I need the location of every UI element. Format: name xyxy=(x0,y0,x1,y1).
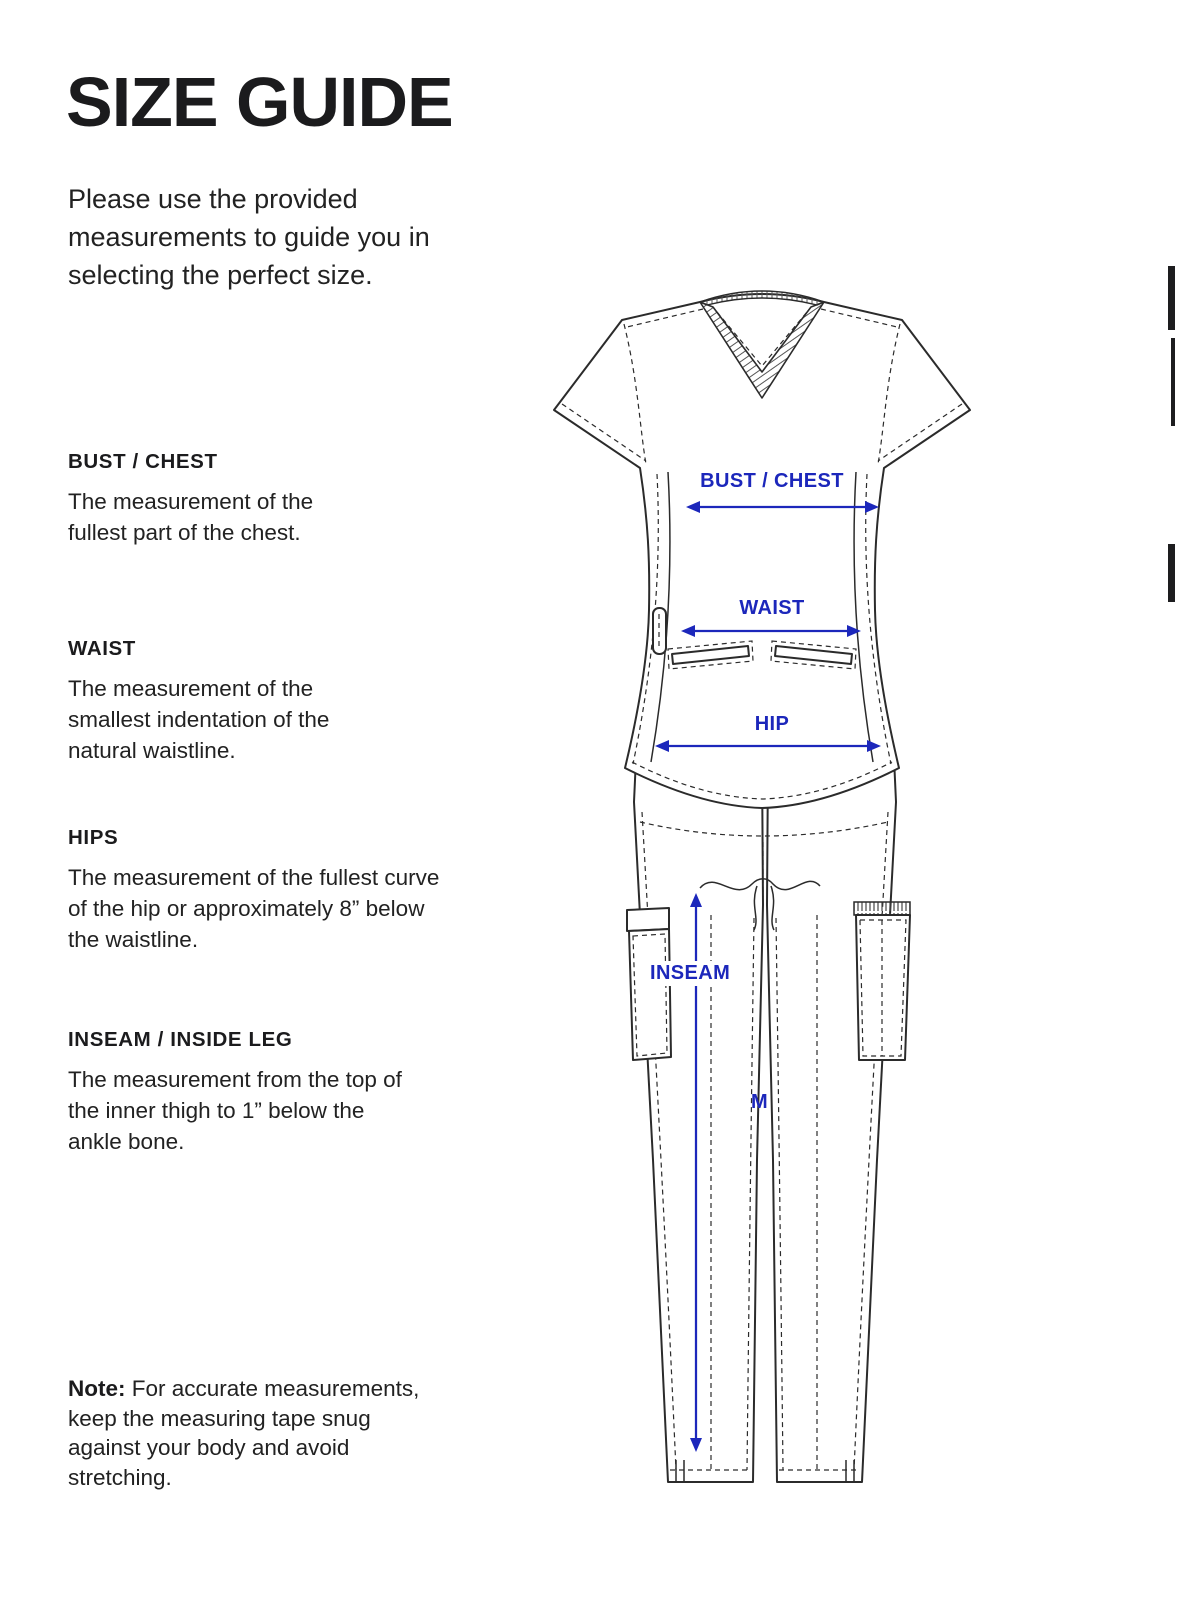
note-label: Note: xyxy=(68,1376,126,1401)
hip-arrow xyxy=(655,740,881,752)
drawstring xyxy=(699,878,821,891)
pants-yoke-seam xyxy=(639,821,889,837)
waist-arrow xyxy=(681,625,861,637)
section-body-hips: The measurement of the fullest curve of … xyxy=(68,865,440,952)
inseam-measure-label: INSEAM xyxy=(645,961,736,986)
top-welt-pockets xyxy=(667,640,857,670)
v-neck-band xyxy=(699,301,825,399)
section-heading-inseam: INSEAM / INSIDE LEG xyxy=(68,1028,293,1051)
section-body-bust: The measurement of the fullest part of t… xyxy=(68,489,314,545)
size-letter-label: M xyxy=(751,1091,769,1113)
section-body-inseam: The measurement from the top of the inne… xyxy=(68,1067,402,1154)
section-heading-bust: BUST / CHEST xyxy=(68,450,218,473)
back-neck-band xyxy=(699,290,825,306)
right-cargo-pocket xyxy=(853,901,911,1061)
page-title: SIZE GUIDE xyxy=(66,63,454,141)
section-hips: HIPS The measurement of the fullest curv… xyxy=(68,826,460,955)
hip-measure-label: HIP xyxy=(754,713,790,735)
section-heading-waist: WAIST xyxy=(68,637,136,660)
side-loop xyxy=(652,607,667,655)
waist-measure-label: WAIST xyxy=(739,597,805,619)
section-heading-hips: HIPS xyxy=(68,826,119,849)
section-inseam: INSEAM / INSIDE LEG The measurement from… xyxy=(68,1028,420,1157)
section-waist: WAIST The measurement of the smallest in… xyxy=(68,637,390,766)
note-body: For accurate measurements, keep the meas… xyxy=(68,1376,420,1490)
intro-text: Please use the provided measurements to … xyxy=(68,184,430,290)
note-text: Note: For accurate measurements, keep th… xyxy=(68,1374,428,1492)
section-bust-chest: BUST / CHEST The measurement of the full… xyxy=(68,450,376,548)
bust-measure-label: BUST / CHEST xyxy=(700,470,844,492)
bust-arrow xyxy=(686,501,879,513)
pants-left-leg xyxy=(633,757,764,1483)
scrub-pants-drawing xyxy=(626,757,911,1483)
pants-right-leg xyxy=(766,757,897,1483)
carousel-edge-peek xyxy=(1168,266,1175,602)
section-body-waist: The measurement of the smallest indentat… xyxy=(68,676,330,763)
